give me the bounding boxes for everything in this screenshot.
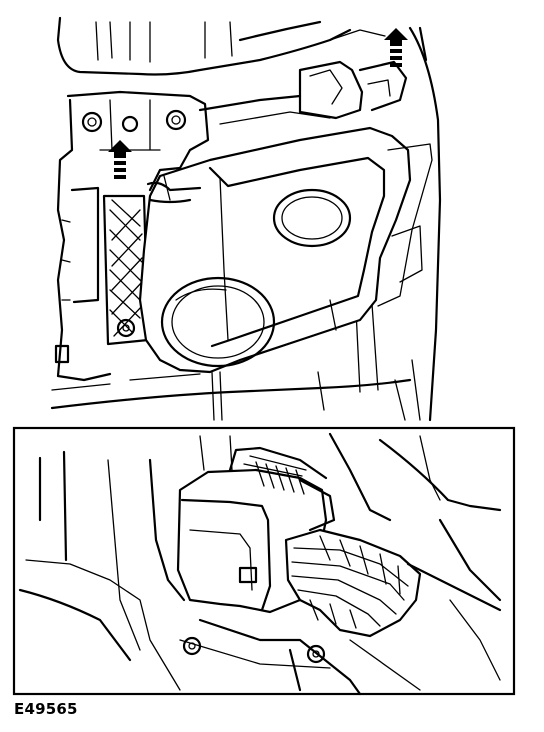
figure-reference-label: E49565 — [14, 700, 78, 718]
vehicle-body-outline — [50, 16, 442, 422]
upward-arrow-icon — [384, 28, 408, 67]
upper-right-bracket — [198, 60, 408, 125]
upper-view-headlamp-assembly — [50, 16, 442, 422]
upward-arrow-icon — [108, 140, 132, 179]
headlamp-housing — [138, 126, 433, 421]
left-mounting-bracket — [54, 90, 210, 382]
detail-inset-connector — [12, 426, 516, 696]
